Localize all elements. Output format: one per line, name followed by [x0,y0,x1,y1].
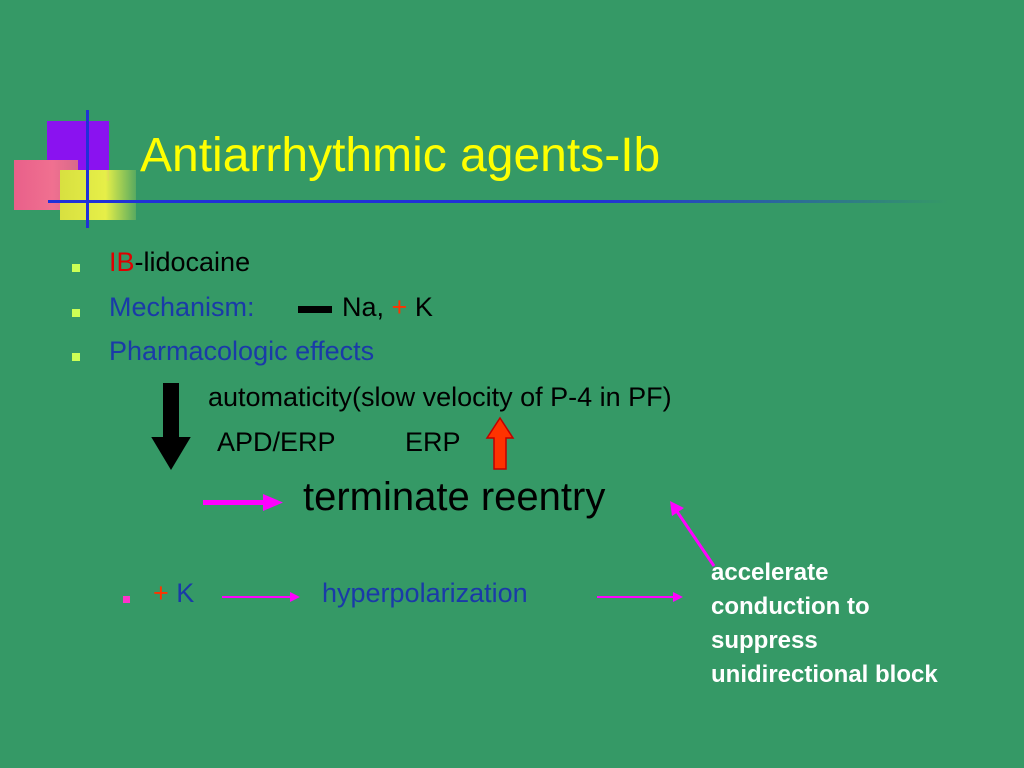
apd-erp-text: APD/ERP [217,427,336,457]
bullet-marker [123,596,130,603]
arrow-down-icon [151,383,191,470]
slide-title: Antiarrhythmic agents-Ib [140,129,661,182]
terminate-reentry-text: terminate reentry [303,475,606,519]
lidocaine-text: -lidocaine [134,247,251,277]
hyperpolarization-text: hyperpolarization [322,578,528,608]
arrow-right-icon [203,494,283,511]
erp-text: ERP [405,427,461,457]
plus-k-text: + K [153,578,194,609]
arrow-right-icon [222,592,300,602]
bullet-marker [72,264,80,272]
mechanism-label: Mechanism: [109,292,255,322]
k-text: K [176,578,195,608]
k-text: K [414,292,433,322]
automaticity-text: automaticity(slow velocity of P-4 in PF) [208,382,672,412]
accelerate-conduction-text: accelerate conduction to suppress unidir… [711,559,938,688]
arrow-right-icon [597,592,683,602]
ib-prefix: IB [109,247,135,277]
decor-yellow-square [60,170,136,220]
title-underline [48,200,948,203]
decor-vertical-line [86,110,89,228]
arrow-diagonal-icon [670,501,716,567]
minus-sign [298,306,332,313]
mechanism-values: Na, + K [342,292,433,323]
pharmacologic-effects-label: Pharmacologic effects [109,336,375,366]
arrow-up-icon [485,416,515,470]
plus-sign: + [153,578,169,608]
bullet-ib-lidocaine: IB-lidocaine [109,247,250,278]
bullet-marker [72,309,80,317]
na-text: Na, [342,292,385,322]
bullet-marker [72,353,80,361]
plus-sign: + [391,292,408,322]
